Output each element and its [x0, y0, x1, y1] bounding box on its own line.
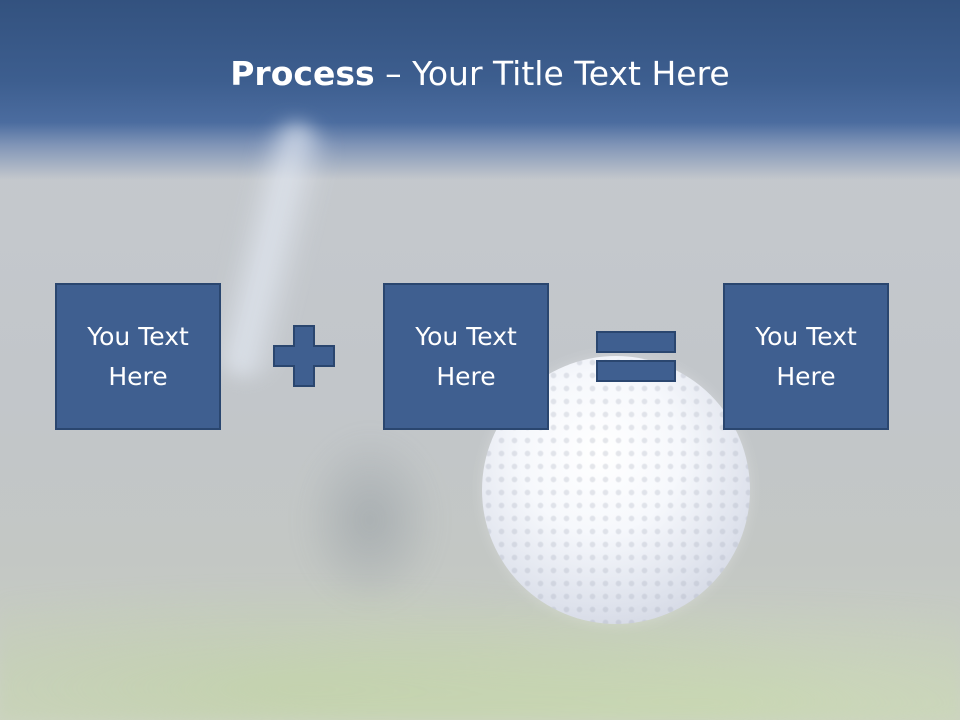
process-box-1-label: You Text Here	[87, 321, 189, 391]
process-box-1: You Text Here	[55, 283, 221, 430]
process-box-2-label: You Text Here	[415, 321, 517, 391]
slide-title: Process – Your Title Text Here	[0, 52, 960, 96]
process-box-2: You Text Here	[383, 283, 549, 430]
header-band	[0, 0, 960, 180]
grass-blur	[0, 560, 960, 720]
process-box-3-label: You Text Here	[755, 321, 857, 391]
title-rest: – Your Title Text Here	[374, 54, 730, 93]
equals-icon	[596, 331, 676, 382]
plus-icon	[273, 325, 335, 387]
title-bold: Process	[230, 54, 375, 93]
process-box-3: You Text Here	[723, 283, 889, 430]
